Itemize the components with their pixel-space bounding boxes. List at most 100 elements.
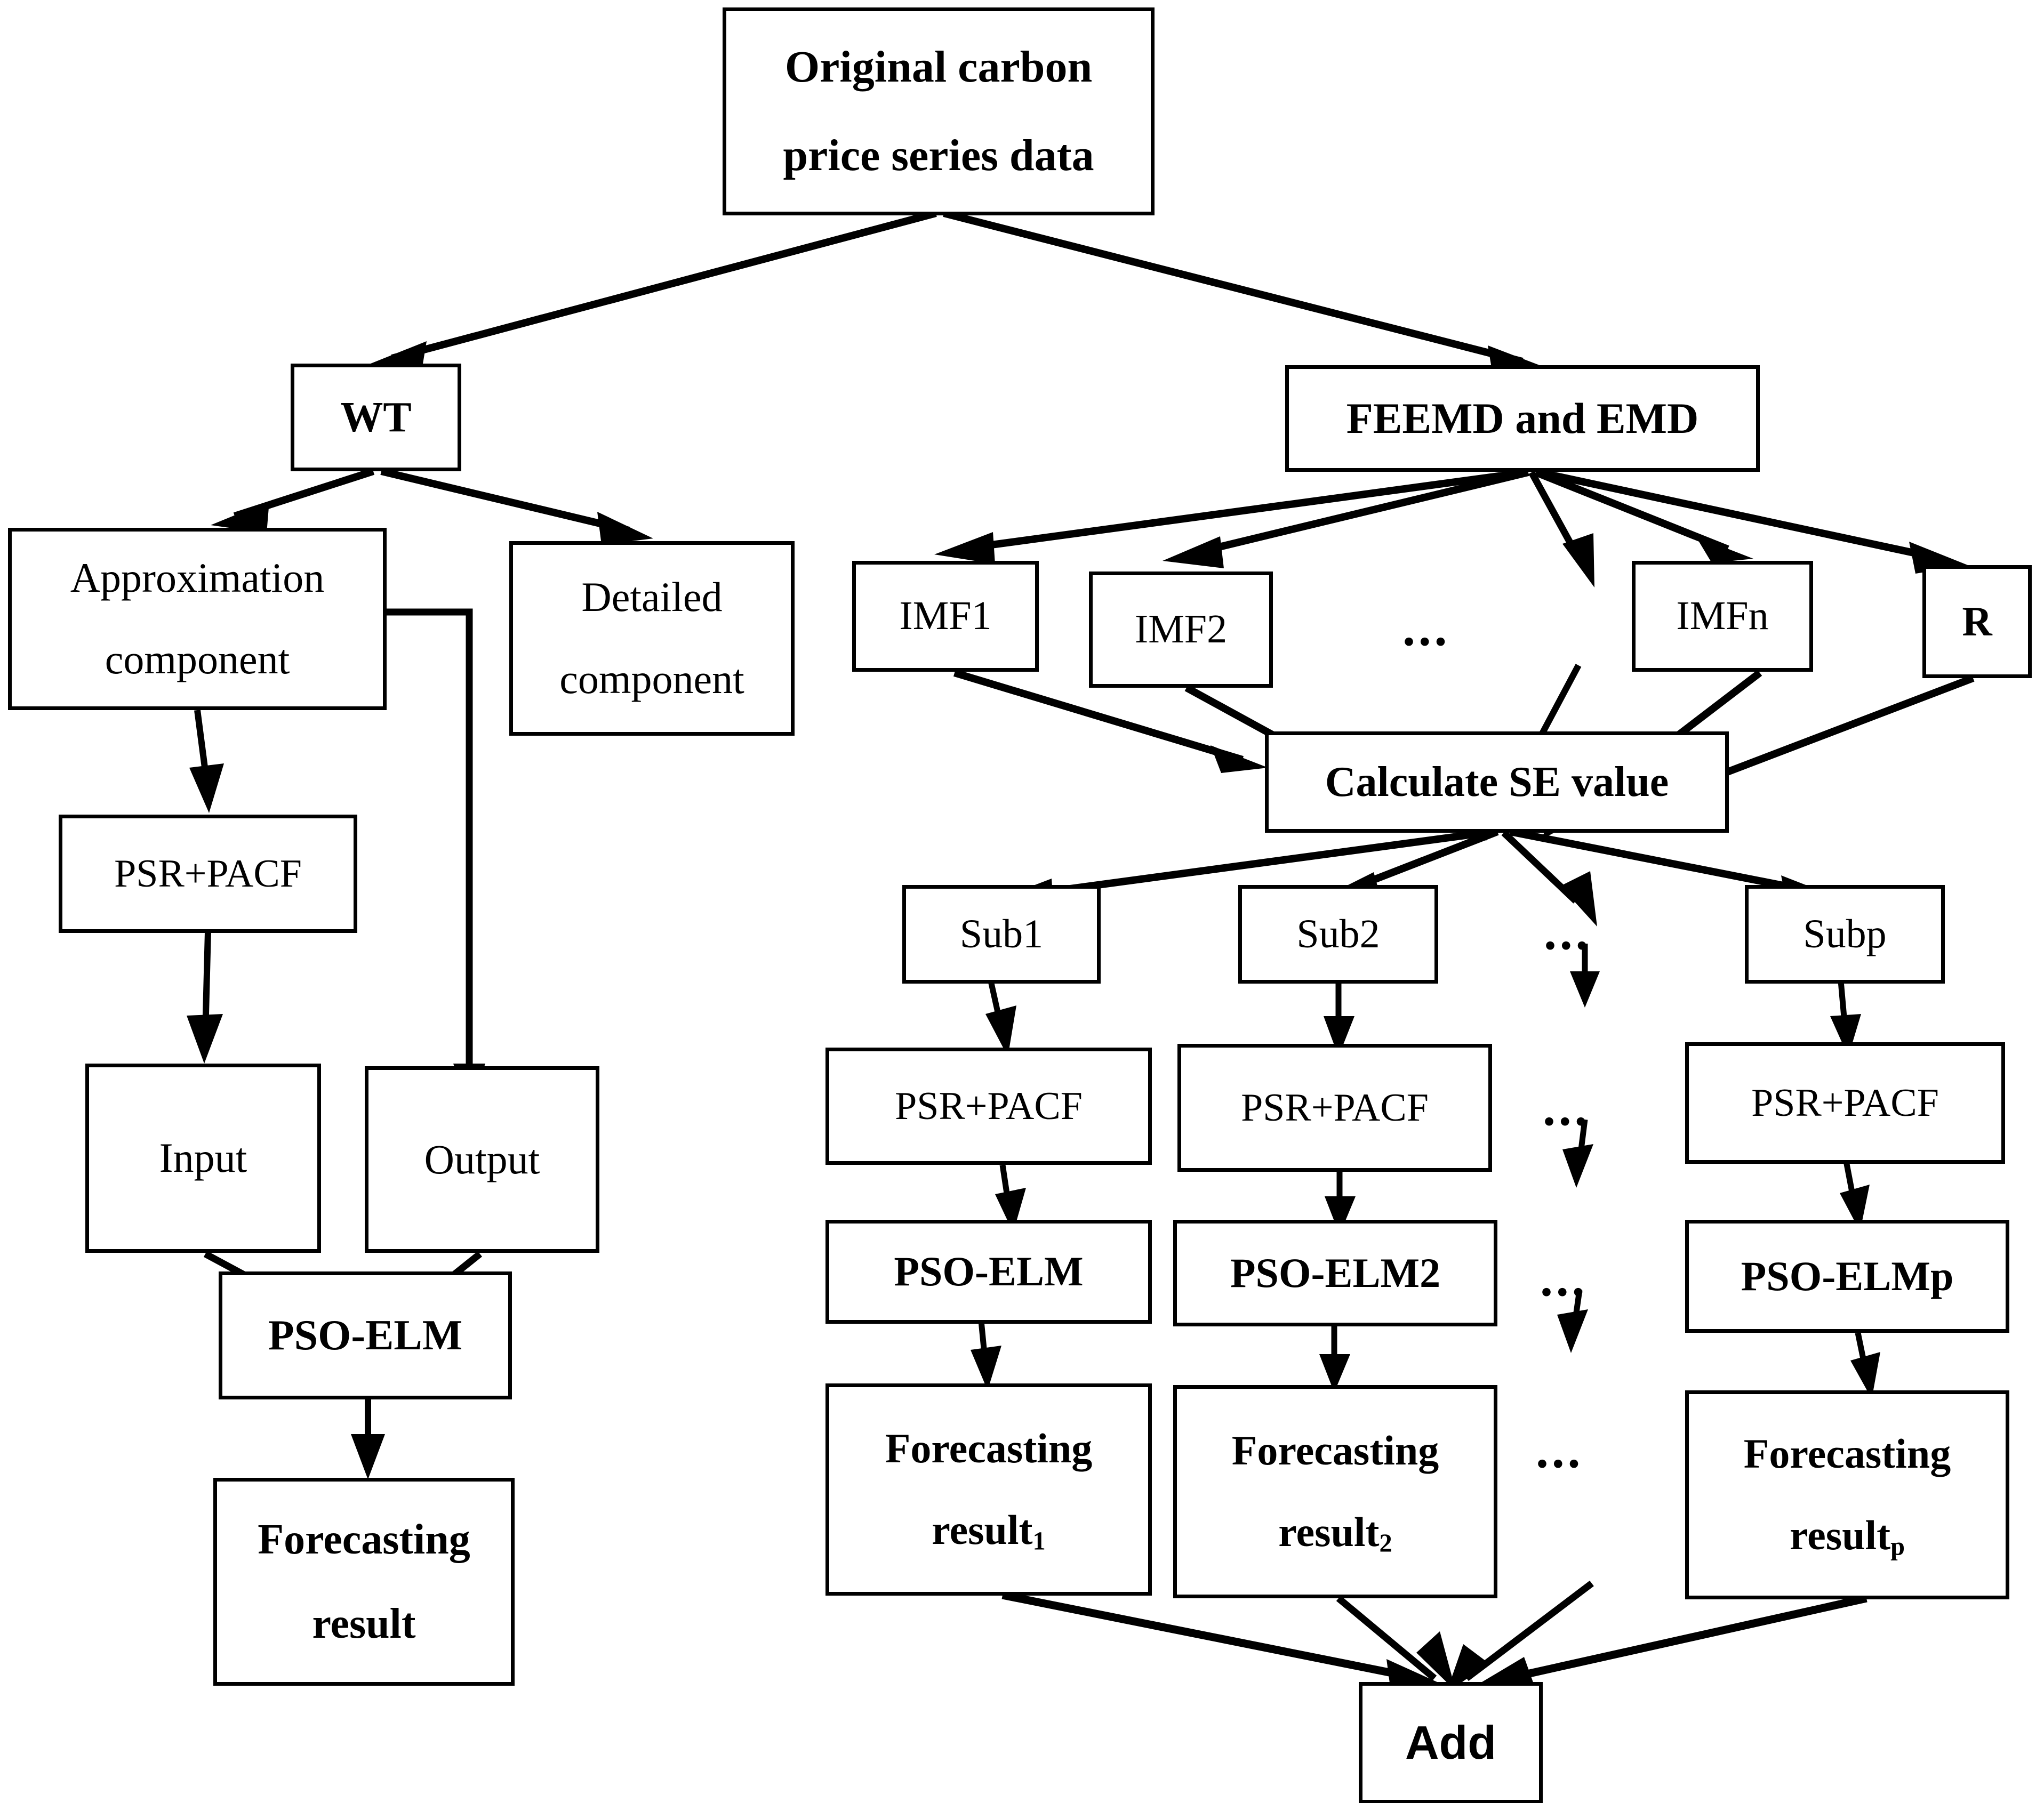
- node-subp[interactable]: Subp: [1745, 885, 1945, 984]
- node-forecast-2-word: result: [1278, 1509, 1380, 1556]
- node-imf2[interactable]: IMF2: [1089, 572, 1273, 688]
- node-calculate-se-value[interactable]: Calculate SE value: [1265, 731, 1729, 833]
- node-forecast-1-sub: 1: [1032, 1527, 1046, 1556]
- ellipsis-pso-row: ...: [1540, 1250, 1588, 1307]
- edge-approximation-to-output: [385, 608, 473, 1082]
- node-approximation-component[interactable]: Approximation component: [8, 528, 387, 710]
- arrowhead-psoelm2-to-forecast2: [1319, 1354, 1350, 1393]
- node-pso-elm-p[interactable]: PSO-ELMp: [1685, 1220, 2009, 1333]
- node-wt[interactable]: WT: [291, 364, 461, 471]
- node-forecast-result-left[interactable]: Forecasting result: [213, 1478, 515, 1686]
- node-sub2[interactable]: Sub2: [1238, 885, 1438, 984]
- node-detailed-component[interactable]: Detailed component: [509, 541, 795, 736]
- arrowhead-feemd-to-imf1: [934, 532, 995, 564]
- node-pso-elm-left[interactable]: PSO-ELM: [219, 1271, 512, 1399]
- node-forecast-p-sub: p: [1890, 1533, 1905, 1561]
- node-imfn[interactable]: IMFn: [1632, 561, 1813, 672]
- node-pso-elm-left-label: PSO-ELM: [268, 1312, 463, 1359]
- arrowhead-approximation-to-psr: [189, 763, 224, 813]
- node-forecast-p-line1: Forecasting: [1743, 1430, 1951, 1477]
- node-wt-label: WT: [340, 394, 412, 441]
- node-pso-elm-2-label: PSO-ELM2: [1230, 1249, 1441, 1296]
- node-imf1-label: IMF1: [899, 593, 992, 639]
- node-psr-pacf-p-label: PSR+PACF: [1751, 1081, 1939, 1125]
- node-add-label: Add: [1405, 1716, 1497, 1769]
- node-forecast-2-sub: 2: [1379, 1530, 1392, 1558]
- node-original-line1: Original carbon: [784, 42, 1093, 92]
- edge-feemd-to-imf1: [959, 469, 1527, 553]
- node-calculate-se-label: Calculate SE value: [1325, 759, 1669, 806]
- node-input-label: Input: [159, 1134, 247, 1181]
- arrowhead-imf1-to-se: [1211, 745, 1268, 773]
- node-psr-pacf-2[interactable]: PSR+PACF: [1177, 1044, 1492, 1172]
- arrowhead-sub1-to-psr1: [985, 1005, 1016, 1057]
- arrowhead-psr1-to-psoelm1: [995, 1188, 1026, 1233]
- node-feemd-label: FEEMD and EMD: [1346, 394, 1699, 443]
- ellipsis-psr-row: ...: [1543, 1079, 1591, 1136]
- node-imf2-label: IMF2: [1134, 607, 1228, 652]
- node-sub1-label: Sub1: [959, 911, 1044, 956]
- edge-feemd-to-imf2: [1187, 469, 1529, 558]
- ellipsis-sub-row: ...: [1544, 903, 1592, 960]
- edge-se-to-subp: [1509, 828, 1814, 895]
- node-original-carbon-price[interactable]: Original carbon price series data: [723, 7, 1155, 215]
- node-forecast-1-word: result: [932, 1507, 1033, 1554]
- node-residual[interactable]: R: [1922, 565, 2032, 678]
- node-subp-label: Subp: [1803, 911, 1887, 956]
- node-psr-pacf-1[interactable]: PSR+PACF: [825, 1048, 1152, 1165]
- node-feemd-and-emd[interactable]: FEEMD and EMD: [1285, 365, 1760, 472]
- node-pso-elm-1[interactable]: PSO-ELM: [825, 1220, 1152, 1324]
- edge-forecast2-to-add: [1336, 1596, 1437, 1681]
- node-forecast-result-1[interactable]: Forecasting result1: [825, 1383, 1152, 1596]
- node-forecast-p-word: result: [1789, 1512, 1891, 1559]
- arrowhead-forecast2-to-add: [1416, 1631, 1456, 1691]
- node-psr-pacf-1-label: PSR+PACF: [895, 1084, 1083, 1128]
- node-forecast-result-p[interactable]: Forecasting resultp: [1685, 1390, 2009, 1599]
- arrowhead-psoelm-to-forecast: [351, 1434, 385, 1479]
- arrowhead-ellipsis-2: [1562, 1144, 1593, 1188]
- edge-wt-to-detailed: [380, 468, 630, 534]
- node-forecast-2-line2: result2: [1278, 1500, 1392, 1565]
- arrowhead-feemd-to-imfn: [1696, 536, 1753, 563]
- arrowhead-feemd-to-imf2: [1163, 536, 1224, 568]
- arrowhead-se-to-center-sub: [1560, 871, 1597, 927]
- node-forecast-2-line1: Forecasting: [1231, 1427, 1439, 1474]
- node-psr-pacf-left-label: PSR+PACF: [114, 851, 302, 896]
- node-forecast-left-line1: Forecasting: [258, 1516, 470, 1564]
- node-approximation-line2: component: [105, 636, 290, 683]
- edge-feemd-to-r: [1538, 469, 1942, 562]
- node-forecast-result-2[interactable]: Forecasting result2: [1173, 1385, 1497, 1598]
- arrowhead-psr-to-input: [187, 1014, 223, 1064]
- node-input[interactable]: Input: [85, 1064, 321, 1253]
- edge-original-to-feemd: [943, 210, 1524, 365]
- node-sub1[interactable]: Sub1: [902, 885, 1101, 984]
- arrowhead-center-to-add: [1446, 1644, 1489, 1693]
- node-sub2-label: Sub2: [1296, 911, 1380, 956]
- node-imf1[interactable]: IMF1: [852, 561, 1039, 672]
- arrowhead-wt-to-detailed: [597, 512, 653, 545]
- node-residual-label: R: [1962, 598, 1992, 645]
- arrowhead-psoelm1-to-forecast1: [971, 1346, 1001, 1390]
- arrowhead-ellipsis-3: [1557, 1309, 1588, 1353]
- node-psr-pacf-p[interactable]: PSR+PACF: [1685, 1042, 2005, 1164]
- arrowhead-sub2-to-psr2: [1324, 1016, 1354, 1057]
- node-pso-elm-1-label: PSO-ELM: [894, 1248, 1084, 1295]
- node-pso-elm-2[interactable]: PSO-ELM2: [1173, 1220, 1497, 1326]
- arrowhead-psoelmp-to-forecastp: [1850, 1352, 1880, 1399]
- node-detailed-line1: Detailed: [581, 574, 723, 621]
- node-approximation-line1: Approximation: [70, 554, 325, 601]
- ellipsis-imf-row: ...: [1402, 599, 1450, 656]
- node-original-line2: price series data: [783, 130, 1094, 180]
- arrowhead-forecastp-to-add: [1474, 1657, 1535, 1687]
- node-add[interactable]: Add: [1359, 1682, 1543, 1803]
- node-imfn-label: IMFn: [1676, 593, 1769, 639]
- arrowhead-ellipsis-1: [1570, 971, 1600, 1008]
- arrowhead-feemd-to-center: [1562, 533, 1594, 587]
- node-psr-pacf-left[interactable]: PSR+PACF: [59, 815, 357, 933]
- node-forecast-p-line2: resultp: [1790, 1503, 1905, 1568]
- ellipsis-forecast-row: ...: [1536, 1421, 1584, 1478]
- node-forecast-left-line2: result: [312, 1600, 416, 1647]
- node-output[interactable]: Output: [365, 1066, 599, 1253]
- arrowhead-wt-to-approximation: [211, 501, 269, 533]
- node-forecast-1-line2: result1: [932, 1498, 1045, 1563]
